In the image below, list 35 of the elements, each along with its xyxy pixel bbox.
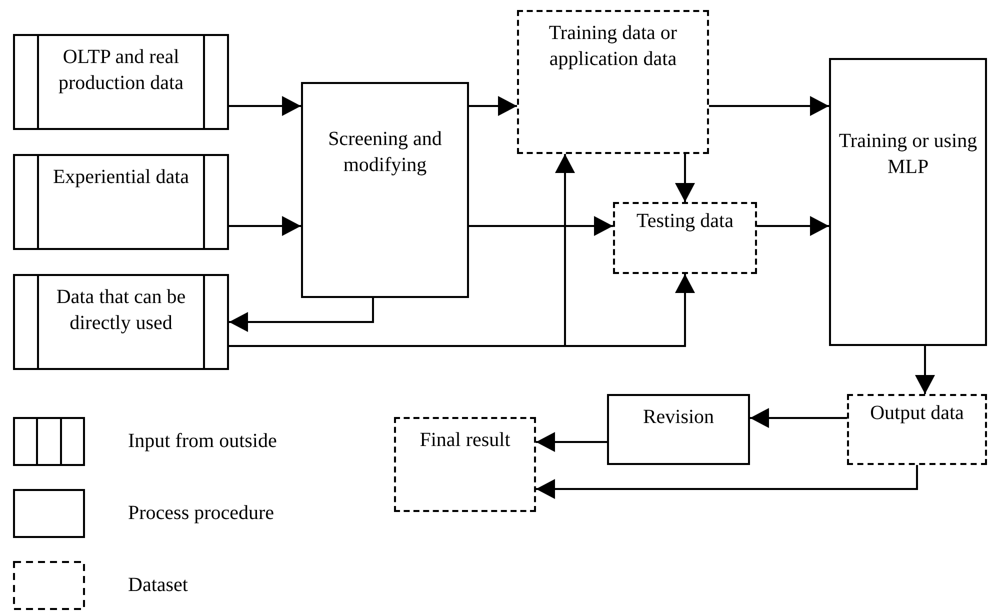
- node-label: Training data or application data: [548, 21, 678, 72]
- node-label: Final result: [420, 428, 510, 453]
- arrow: [229, 216, 301, 236]
- node-label: OLTP and real production data: [58, 45, 184, 96]
- arrow: [229, 298, 374, 332]
- arrow: [469, 96, 517, 116]
- arrow: [229, 96, 301, 116]
- legend-label: Dataset: [128, 573, 188, 598]
- dataset-box: [394, 417, 536, 512]
- arrow: [915, 346, 935, 394]
- input-box: [13, 154, 229, 250]
- node-label: Data that can be directly used: [55, 285, 187, 336]
- arrow: [536, 432, 607, 452]
- process-box: [607, 394, 750, 465]
- arrow: [757, 216, 829, 236]
- arrow: [469, 216, 613, 236]
- process-box: [829, 58, 987, 346]
- arrow: [536, 465, 918, 499]
- dataset-box: [517, 10, 709, 154]
- node-label: Revision: [642, 405, 714, 430]
- dataset-box: [847, 394, 987, 465]
- node-label: Experiential data: [52, 165, 190, 190]
- arrow: [675, 154, 695, 202]
- arrow: [750, 408, 847, 428]
- legend-label: Process procedure: [128, 501, 274, 526]
- node-label: Testing data: [636, 209, 734, 234]
- process-box: [301, 82, 469, 298]
- node-label: Output data: [870, 401, 964, 426]
- input-box: [13, 274, 229, 370]
- arrow: [709, 96, 829, 116]
- input-box: [13, 34, 229, 130]
- node-label: Training or using MLP: [838, 129, 978, 180]
- dataset-box: [613, 202, 757, 274]
- legend-label: Input from outside: [128, 429, 277, 454]
- node-label: Screening and modifying: [327, 127, 443, 178]
